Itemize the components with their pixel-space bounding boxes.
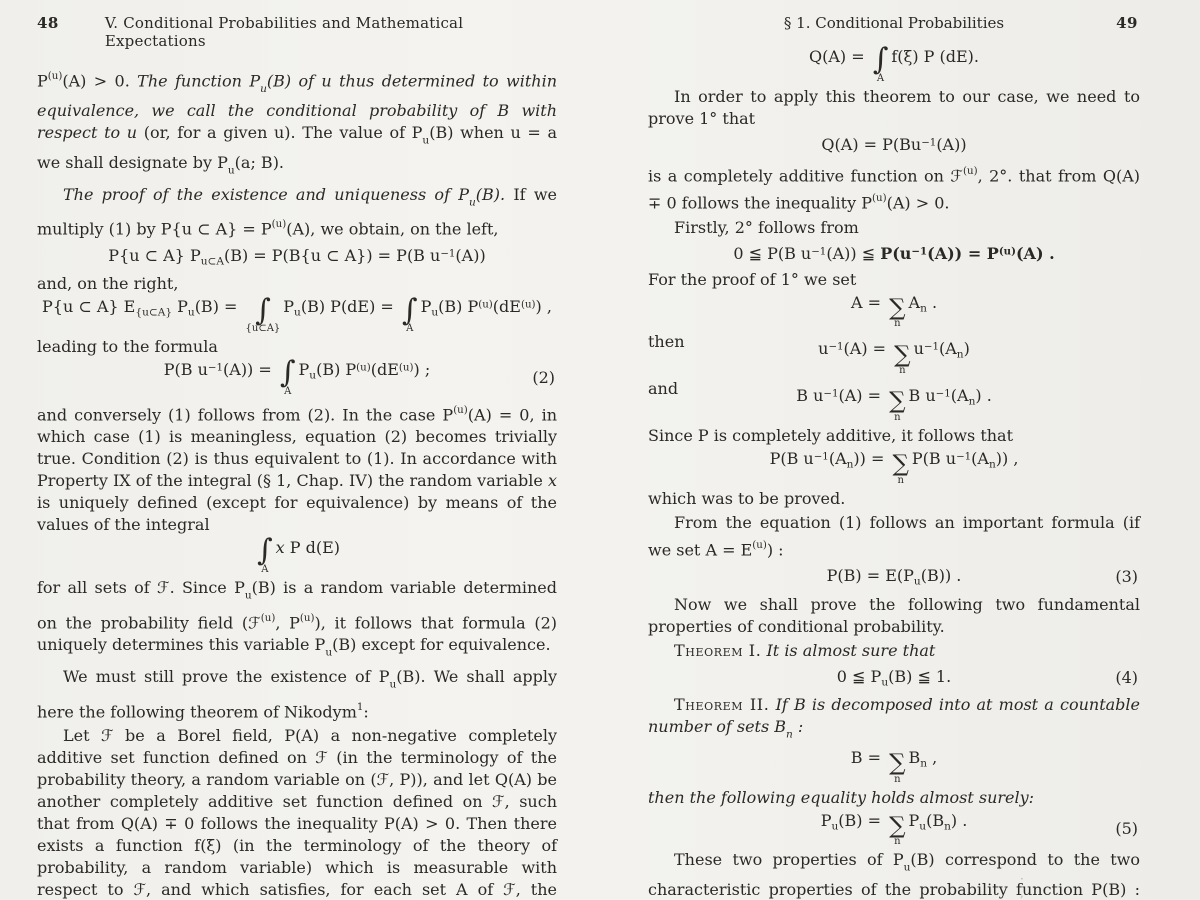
paragraph: The proof of the existence and uniquenes…: [37, 184, 558, 239]
equation-number: (4): [1115, 667, 1138, 687]
paragraph: Firstly, 2° follows from: [674, 217, 859, 237]
paragraph: for all sets of ℱ. Since Pu(B) is a rand…: [37, 577, 558, 659]
paragraph: Now we shall prove the following two fun…: [648, 594, 1140, 636]
equation: 0 ≦ P(B u−1(A)) ≦ P(u−1(A)) = P(u)(A) .: [733, 243, 1055, 263]
equation-3: P(B) = E(Pu(B)) . (3): [826, 566, 1138, 588]
left-page: 48 V. Conditional Probabilities and Math…: [37, 0, 557, 900]
paragraph: We must still prove the existence of Pu(…: [37, 666, 558, 722]
theorem-2: Theorem II. If B is decomposed into at m…: [648, 695, 1140, 741]
equation-label-then: then: [648, 332, 685, 352]
equation-number: (2): [532, 368, 555, 388]
left-page-header: 48 V. Conditional Probabilities and Math…: [37, 14, 557, 50]
running-head-right: § 1. Conditional Probabilities: [783, 14, 1005, 32]
theorem-1: Theorem I. It is almost sure that: [674, 640, 936, 660]
paragraph: leading to the formula: [37, 337, 218, 357]
page-number-left: 48: [37, 14, 59, 32]
paragraph: which was to be proved.: [648, 488, 846, 508]
paragraph: Since P is completely additive, it follo…: [648, 425, 1014, 445]
equation: P{u ⊂ A} Pu⊂A(B) = P(B{u ⊂ A}) = P(B u−1…: [108, 245, 486, 268]
page-number-right: 49: [1116, 14, 1138, 32]
equation: P{u ⊂ A} E{u⊂A} Pu(B) = ∫{u⊂A}Pu(B) P(dE…: [42, 292, 552, 335]
paragraph: then the following equality holds almost…: [648, 787, 1035, 807]
equation-4: 0 ≦ Pu(B) ≦ 1. (4): [836, 666, 1138, 689]
equation: Q(A) = P(Bu−1(A)): [821, 134, 967, 154]
paragraph: is a completely additive function on ℱ(u…: [648, 164, 1140, 213]
paragraph: P(u)(A) > 0. The function Pu(B) of u thu…: [37, 70, 558, 177]
paragraph: For the proof of 1° we set: [648, 269, 857, 289]
scan-artifact: · ,: [1020, 872, 1068, 900]
paragraph: These two properties of Pu(B) correspond…: [648, 850, 1140, 900]
right-page-header: § 1. Conditional Probabilities 49: [648, 14, 1140, 32]
paragraph: and conversely (1) follows from (2). In …: [37, 403, 558, 535]
equation-number: (5): [1115, 819, 1138, 839]
paragraph: From the equation (1) follows an importa…: [648, 512, 1140, 560]
right-page: § 1. Conditional Probabilities 49 Q(A) =…: [648, 0, 1140, 900]
paragraph: Let ℱ be a Borel field, P(A) a non-negat…: [37, 726, 557, 900]
equation-label-and: and: [648, 379, 679, 399]
paragraph: and, on the right,: [37, 274, 179, 294]
equation-number: (3): [1115, 567, 1138, 587]
running-head-left: V. Conditional Probabilities and Mathema…: [104, 14, 464, 50]
paragraph: In order to apply this theorem to our ca…: [648, 86, 1140, 128]
